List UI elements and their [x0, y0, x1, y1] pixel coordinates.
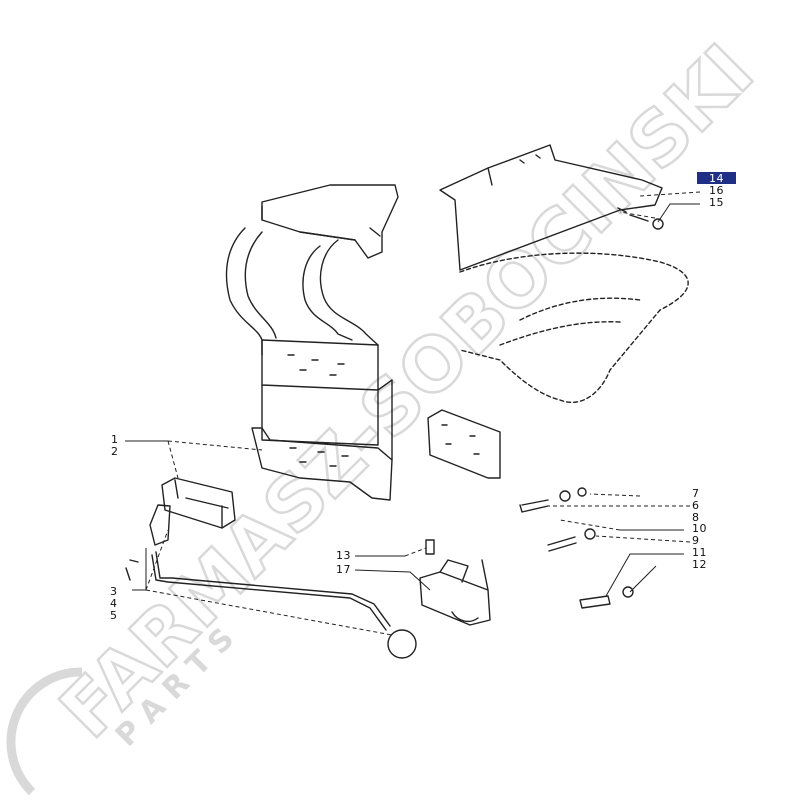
frame-body [261, 379, 393, 461]
nut-9 [584, 528, 596, 540]
side-panel [439, 144, 663, 271]
frame-top-bracket [261, 184, 399, 259]
callout-15: 15 [709, 196, 724, 209]
frame-left-tube [225, 227, 277, 356]
frame-lower-plate [251, 427, 393, 501]
callout-17: 17 [336, 563, 351, 576]
washer-12 [622, 586, 634, 598]
block-bracket [149, 504, 171, 546]
washer-6 [559, 490, 571, 502]
callout-12: 12 [692, 558, 707, 571]
frame-right-tube [302, 239, 379, 346]
washer-15 [652, 218, 664, 230]
bolt-10 [547, 536, 577, 552]
linkage-rod [151, 551, 391, 631]
engine-hood [459, 252, 689, 404]
counterweight-block [161, 477, 236, 529]
callout-3: 3 [110, 585, 118, 598]
bolt-13 [425, 539, 435, 555]
callout-13: 13 [336, 549, 351, 562]
callout-1: 1 [111, 433, 119, 446]
callout-11: 11 [692, 546, 707, 559]
callout-8: 8 [692, 511, 700, 524]
hitch-bracket [419, 571, 491, 626]
bolt-7 [519, 499, 549, 513]
callout-9: 9 [692, 534, 700, 547]
callout-6: 6 [692, 499, 700, 512]
callout-5: 5 [110, 609, 118, 622]
callout-4: 4 [110, 597, 118, 610]
bolt-11 [579, 595, 611, 609]
leader-lines [125, 191, 701, 636]
watermark-brand: FARMASZ-SOBOCINSKI [44, 28, 770, 754]
callout-2: 2 [111, 445, 119, 458]
rod-end-disc [387, 629, 417, 659]
gear-icon [6, 667, 83, 796]
mounting-plate [427, 409, 501, 479]
callout-10: 10 [692, 522, 707, 535]
callout-7: 7 [692, 487, 700, 500]
callout-14-highlighted[interactable]: 14 [697, 172, 736, 184]
nut-8 [577, 487, 587, 497]
callout-16: 16 [709, 184, 724, 197]
watermark: FARMASZ-SOBOCINSKI P A R T S [6, 27, 771, 796]
